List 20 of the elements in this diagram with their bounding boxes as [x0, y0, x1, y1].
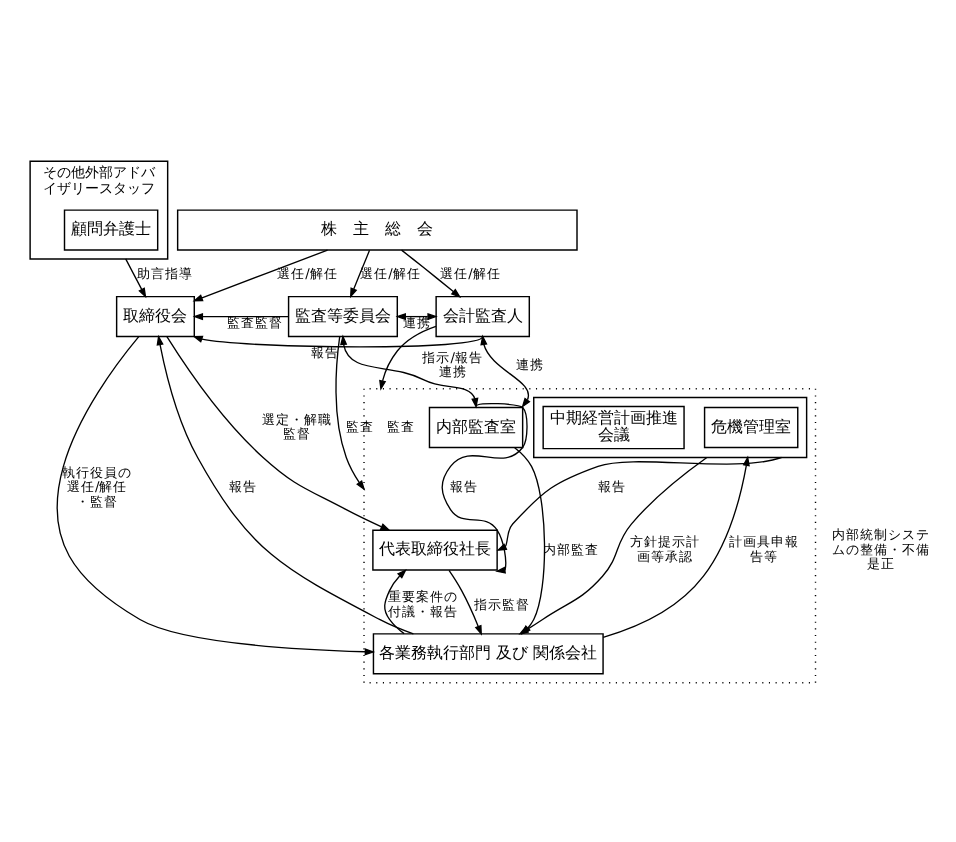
arrow [335, 335, 366, 490]
arrow [340, 333, 479, 408]
arrow [192, 334, 484, 347]
arrow [496, 455, 783, 550]
arrow [384, 567, 407, 634]
arrow [192, 248, 329, 301]
arrow [156, 333, 415, 634]
arrow [192, 311, 290, 320]
arrow [349, 248, 371, 298]
arrow [379, 324, 437, 390]
arrow [125, 257, 147, 298]
arrow [166, 334, 391, 530]
arrow [56, 335, 376, 655]
arrow [602, 454, 750, 637]
cluster [533, 395, 808, 458]
arrow [448, 568, 482, 635]
arrow [480, 333, 531, 408]
arrow [400, 248, 462, 297]
arrow [441, 401, 528, 573]
arrow [395, 311, 438, 320]
